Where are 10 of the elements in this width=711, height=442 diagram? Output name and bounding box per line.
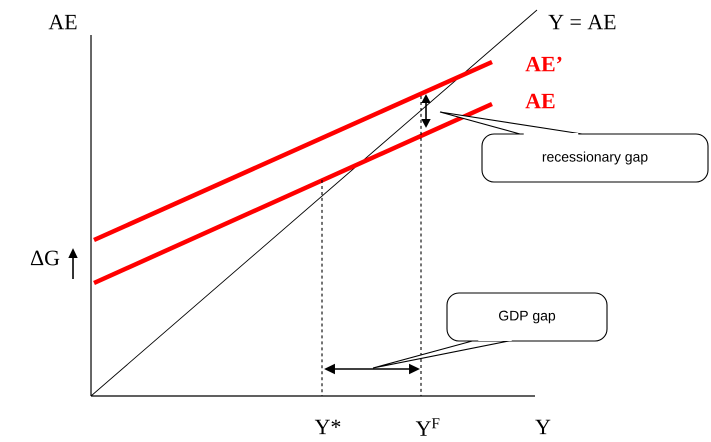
callout-bubble: GDP gap [372,292,608,369]
axis-label: AE [48,14,77,30]
axis-tick-label: Y* [314,420,340,434]
callout-bubble: recessionary gap [439,111,709,183]
line-label: Y = AE [548,14,616,30]
axis-label: Y [535,420,550,434]
shift-label: ΔG [30,250,60,266]
axis-tick-label: Y$^{F}$ [416,418,440,436]
line-label: AE [525,94,555,108]
line-label: AE’ [525,56,562,72]
